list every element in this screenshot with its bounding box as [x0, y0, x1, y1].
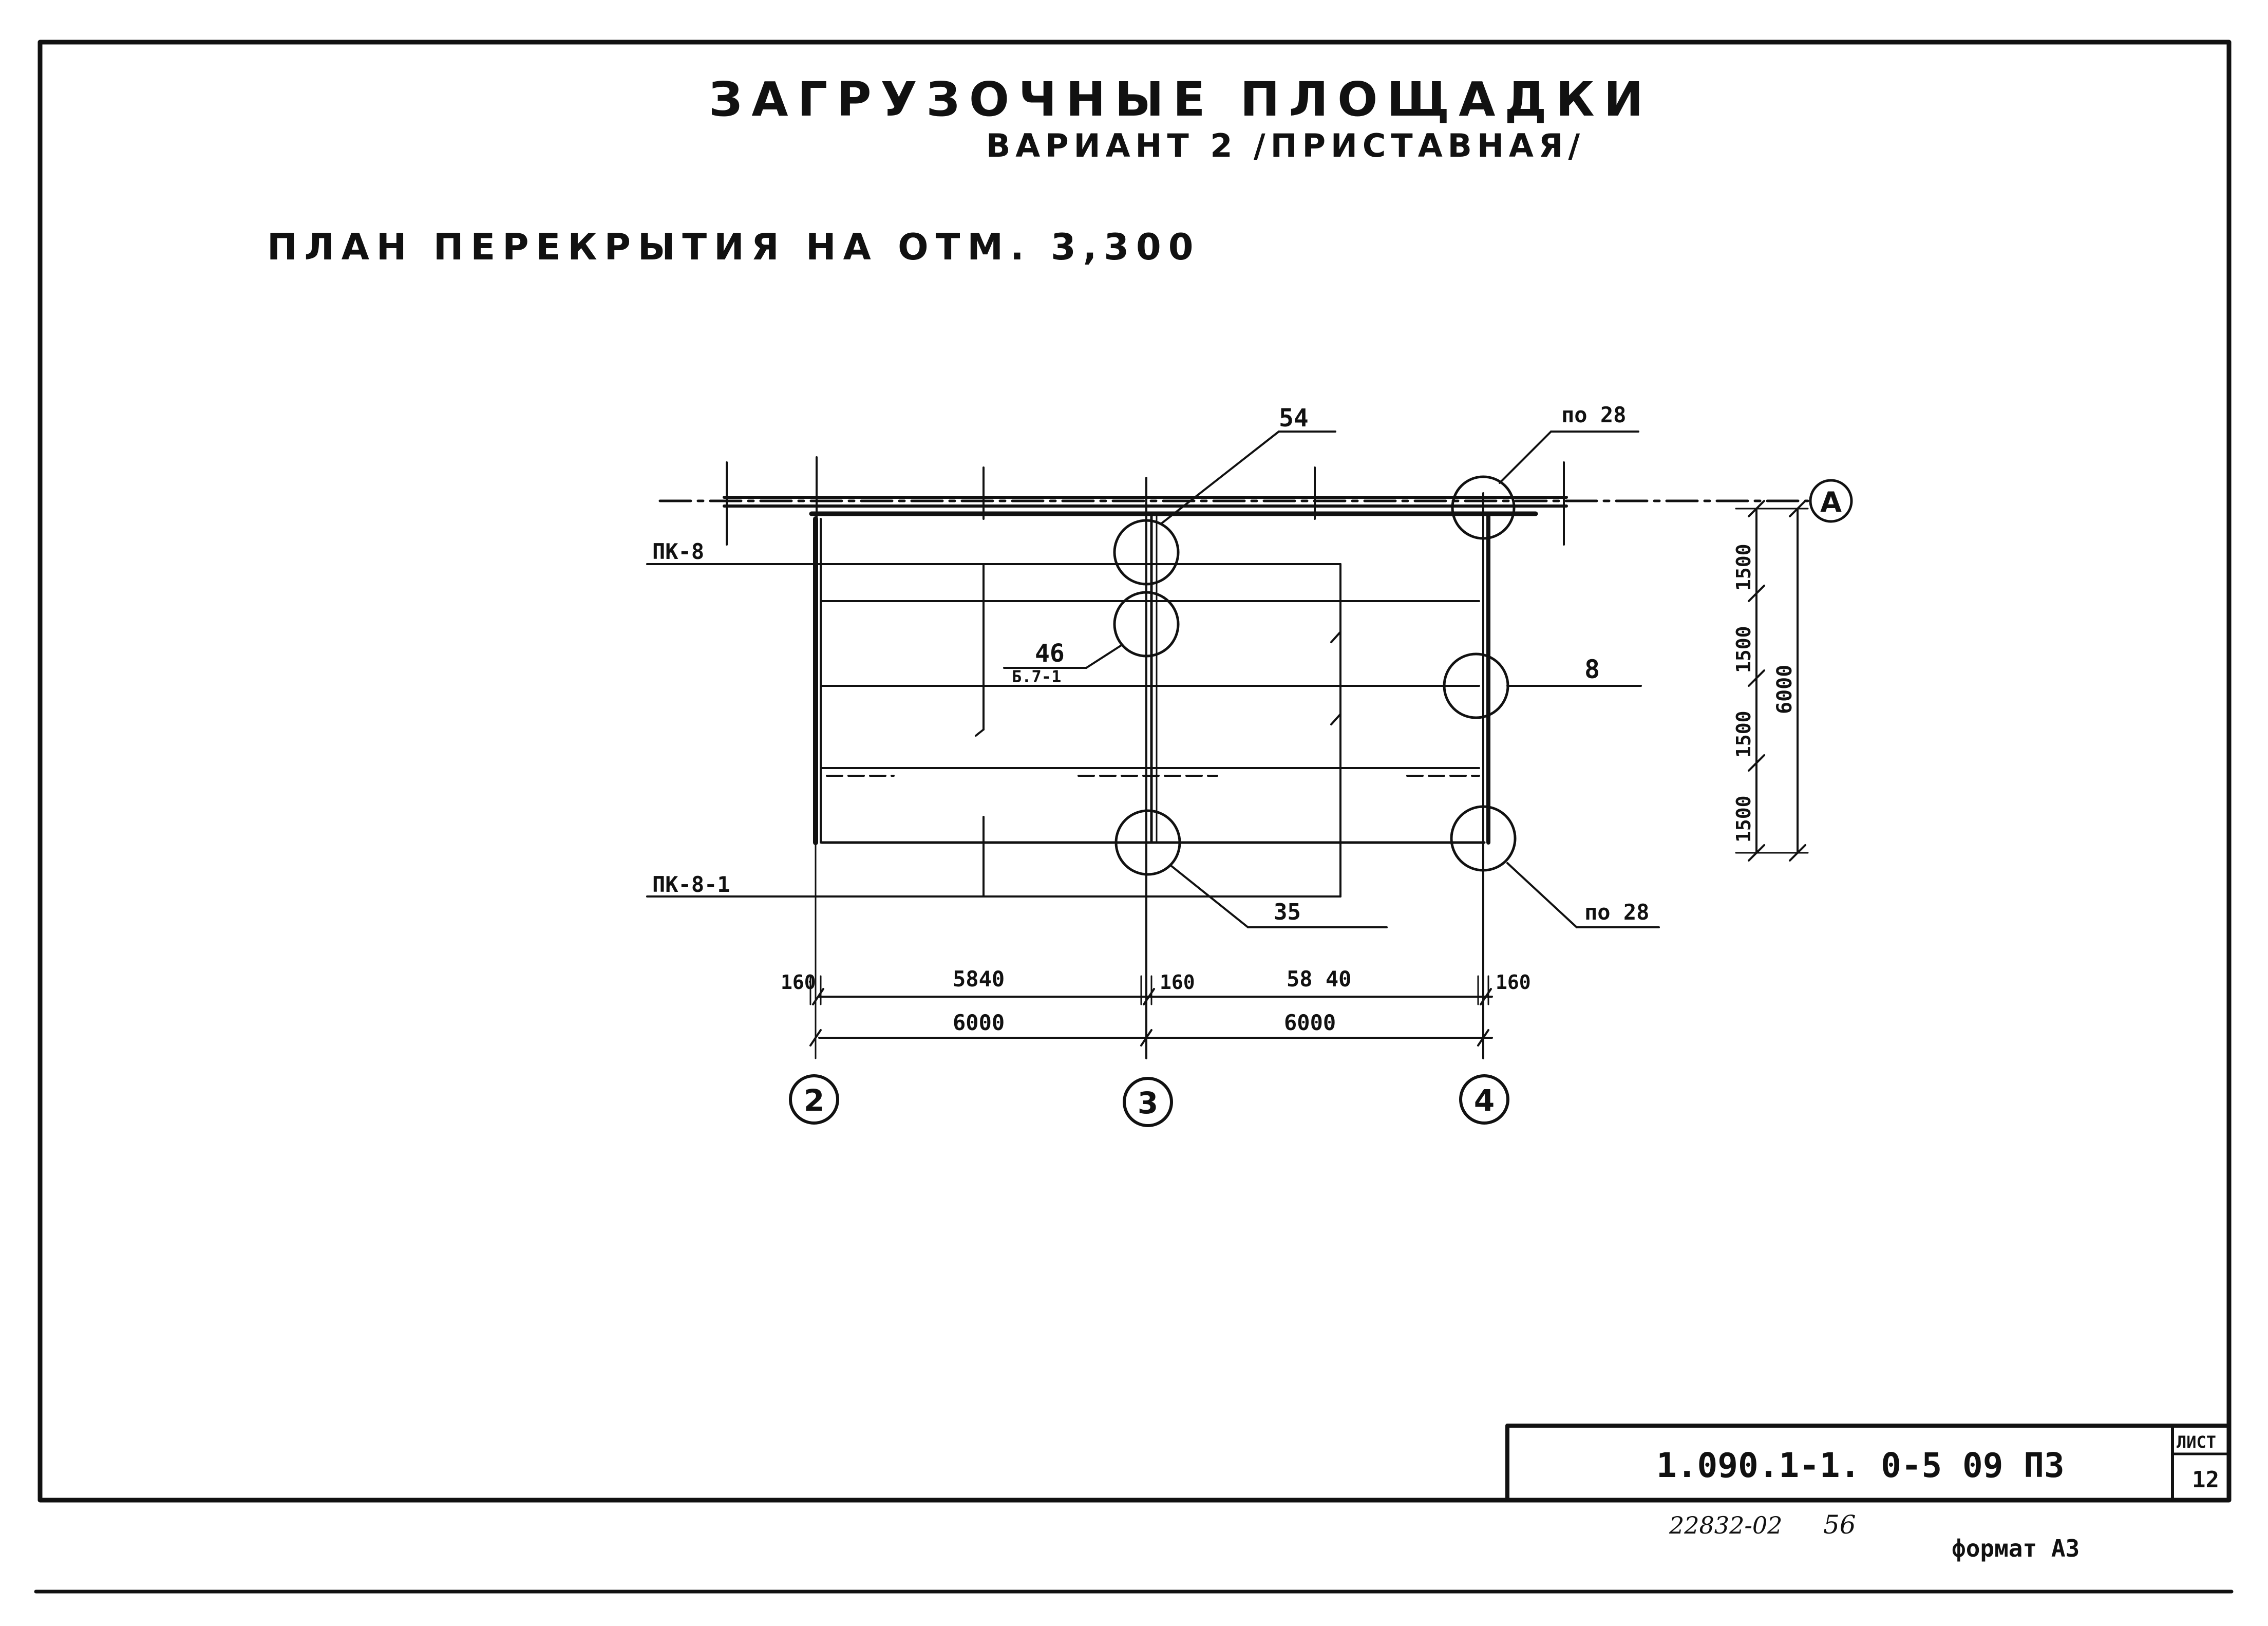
callout-54: 54 — [1279, 404, 1309, 433]
callout-46-sub: Б.7-1 — [1012, 667, 1061, 686]
axis-marker-4: 4 — [1459, 1074, 1509, 1125]
dim-1500-c: 1500 — [1732, 711, 1755, 758]
title-block — [1505, 1424, 2231, 1502]
callout-circles — [1113, 475, 1517, 876]
dim-5840-right: 58 40 — [1287, 966, 1351, 992]
callout-35: 35 — [1274, 899, 1301, 925]
sheet-frame — [34, 40, 2234, 1594]
sheet-number: 12 — [2192, 1467, 2219, 1493]
floor-plan: 54 по 28 ПК-8 46 Б.7-1 8 ПК-8-1 35 по 28… — [646, 402, 1853, 1127]
axis-marker-3: 3 — [1123, 1077, 1173, 1127]
dim-1500-b: 1500 — [1732, 626, 1755, 673]
sheet-title: ЗАГРУЗОЧНЫЕ ПЛОЩАДКИ — [709, 72, 1653, 127]
inventory-page: 56 — [1823, 1510, 1856, 1540]
axis-marker-a: А — [1809, 479, 1853, 523]
dim-160-left: 160 — [781, 971, 816, 994]
dim-6000-total: 6000 — [1773, 665, 1797, 714]
axis-label-a: А — [1820, 486, 1842, 518]
callout-8: 8 — [1584, 655, 1600, 684]
dim-5840-left: 5840 — [953, 966, 1005, 992]
plan-title: ПЛАН ПЕРЕКРЫТИЯ НА ОТМ. 3,300 — [267, 226, 1200, 268]
callout-pk8: ПК-8 — [652, 539, 704, 564]
dim-1500-a: 1500 — [1732, 544, 1755, 591]
sheet-subtitle: ВАРИАНТ 2 /ПРИСТАВНАЯ/ — [986, 127, 1585, 164]
axis-label-3: 3 — [1138, 1086, 1158, 1120]
right-dimensions — [1735, 500, 1809, 862]
sheet-label: ЛИСТ — [2177, 1432, 2216, 1452]
dim-160-right: 160 — [1496, 971, 1531, 994]
dim-6000-right: 6000 — [1284, 1010, 1336, 1035]
paper-format: формат А3 — [1952, 1535, 2080, 1562]
leader-lines — [1003, 431, 1660, 928]
axis-label-4: 4 — [1474, 1083, 1495, 1118]
callout-po28-bot: по 28 — [1584, 900, 1649, 925]
dim-160-middle: 160 — [1160, 971, 1195, 994]
callout-46: 46 — [1035, 639, 1065, 668]
bottom-dimensions — [809, 975, 1493, 1046]
dim-1500-d: 1500 — [1732, 795, 1755, 843]
axis-marker-2: 2 — [789, 1074, 839, 1125]
document-code: 1.090.1-1. 0-5 09 ПЗ — [1656, 1446, 2065, 1485]
axis-a-beam — [658, 456, 1809, 546]
slab-panels — [646, 563, 1486, 898]
dim-6000-left: 6000 — [953, 1010, 1005, 1035]
callout-po28-top: по 28 — [1561, 402, 1626, 427]
inventory-number: 22832-02 — [1669, 1511, 1782, 1539]
callout-pk81: ПК-8-1 — [652, 872, 730, 897]
axis-label-2: 2 — [804, 1083, 824, 1118]
